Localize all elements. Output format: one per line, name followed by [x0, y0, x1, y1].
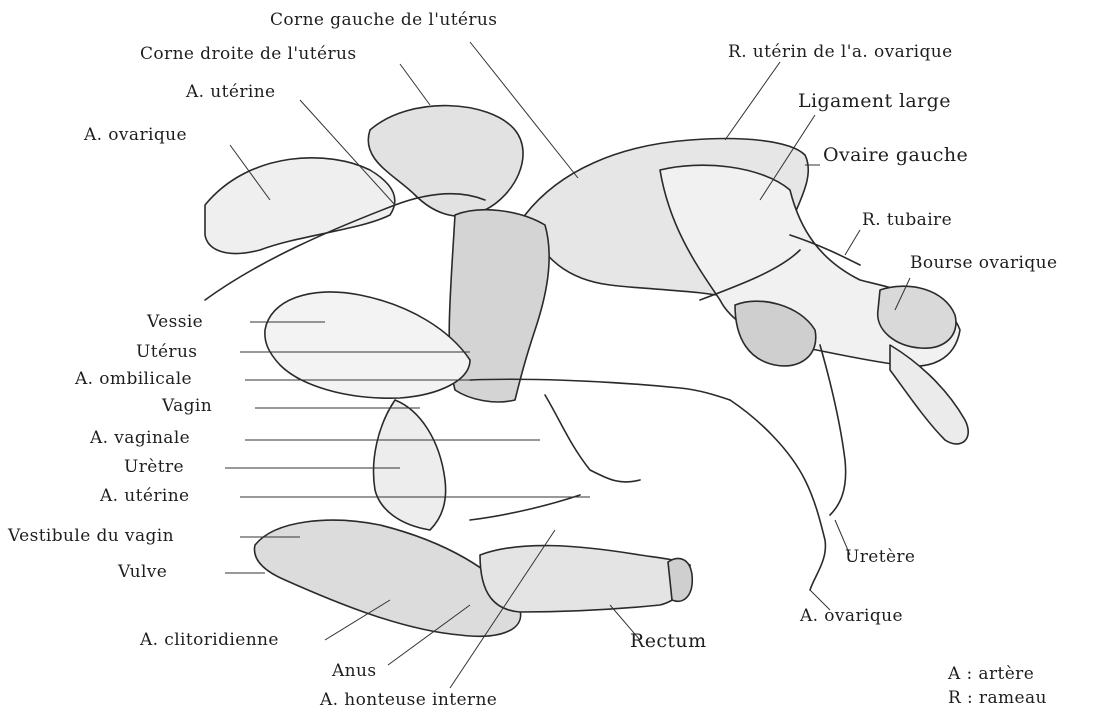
leader-r-tubaire — [845, 230, 860, 255]
vulva-shape — [254, 520, 520, 636]
label-corne-gauche: Corne gauche de l'utérus — [270, 12, 497, 29]
label-vulve: Vulve — [118, 564, 167, 581]
label-r-uterin: R. utérin de l'a. ovarique — [728, 44, 953, 61]
rectum-end-shape — [668, 558, 692, 601]
label-r-tubaire: R. tubaire — [862, 212, 952, 229]
vagina-tube-shape — [374, 400, 446, 530]
legend-a-artere: A : artère — [948, 666, 1034, 683]
ovarian-artery-path — [730, 400, 825, 590]
label-vessie: Vessie — [147, 314, 203, 331]
label-vagin: Vagin — [162, 398, 212, 415]
rectum-shape — [480, 546, 690, 612]
label-a-uterine-top: A. utérine — [186, 84, 276, 101]
leader-r-uterin — [725, 62, 780, 140]
label-uretre: Urètre — [124, 459, 184, 476]
label-uretere: Uretère — [845, 549, 915, 566]
vaginal-artery-path — [545, 395, 640, 482]
label-bourse-ovarique: Bourse ovarique — [910, 255, 1057, 272]
label-uterus: Utérus — [136, 344, 197, 361]
label-corne-droite: Corne droite de l'utérus — [140, 46, 356, 63]
label-rectum: Rectum — [630, 632, 706, 651]
leader-corne-droite — [400, 64, 430, 105]
ureter-path — [820, 345, 846, 515]
label-a-uterine-mid: A. utérine — [100, 488, 190, 505]
legend-r-rameau: R : rameau — [948, 690, 1047, 707]
label-a-ovarique-right: A. ovarique — [800, 608, 903, 625]
label-a-clitoridienne: A. clitoridienne — [140, 632, 279, 649]
label-a-honteuse: A. honteuse interne — [320, 692, 497, 709]
label-a-ovarique-left: A. ovarique — [84, 127, 187, 144]
pudendal-artery-path — [470, 495, 580, 520]
right-broad-ligament-shape — [205, 158, 395, 254]
label-anus: Anus — [332, 663, 377, 680]
label-a-ombilicale: A. ombilicale — [75, 371, 192, 388]
label-ovaire-gauche: Ovaire gauche — [823, 146, 968, 165]
label-vestibule: Vestibule du vagin — [8, 528, 174, 545]
label-ligament-large: Ligament large — [798, 92, 951, 111]
label-a-vaginale: A. vaginale — [90, 430, 190, 447]
bladder-shape — [265, 292, 470, 398]
